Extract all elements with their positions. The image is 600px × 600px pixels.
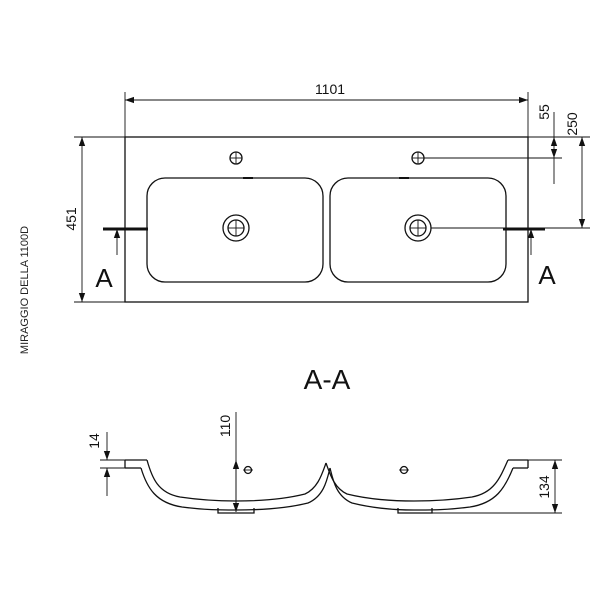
section-marker-right: A: [503, 227, 556, 290]
dimension-edge-thickness: 14: [86, 432, 125, 496]
dimension-depth: 451: [63, 136, 125, 303]
section-view: 14 110 134: [86, 412, 562, 514]
dim-edge-thickness-label: 14: [86, 433, 102, 449]
left-bowl: [146, 177, 324, 283]
section-marker-left: A: [95, 227, 148, 293]
dimension-bowl-depth: 110: [217, 412, 240, 512]
right-drain: [404, 214, 432, 242]
left-drain: [222, 214, 250, 242]
left-overflow-hole: [243, 465, 253, 475]
dim-tap-offset-label: 55: [536, 104, 552, 120]
section-title: A-A: [304, 364, 351, 395]
dim-bowl-depth-label: 110: [217, 415, 233, 438]
top-view: 1101 451 55 250 A: [63, 81, 590, 303]
dim-drain-offset-label: 250: [564, 112, 580, 136]
dimension-width: 1101: [124, 81, 529, 137]
right-tap-hole: [411, 151, 425, 165]
model-label: MIRAGGIO DELLA 1100D: [19, 226, 31, 354]
basin-outline: [124, 136, 529, 303]
left-tap-hole: [229, 151, 243, 165]
dim-total-height-label: 134: [536, 475, 552, 499]
section-mark-left: A: [95, 263, 113, 293]
left-bowl-profile: [146, 459, 327, 502]
section-mark-right: A: [538, 260, 556, 290]
dimension-tap-offset: 55: [424, 104, 562, 184]
dim-depth-label: 451: [63, 207, 79, 231]
dimension-drain-offset: 250: [431, 112, 590, 229]
right-bowl-profile: [325, 459, 509, 502]
right-overflow-hole: [399, 465, 409, 475]
dim-width-label: 1101: [315, 81, 345, 97]
dimension-total-height: 134: [432, 459, 562, 514]
